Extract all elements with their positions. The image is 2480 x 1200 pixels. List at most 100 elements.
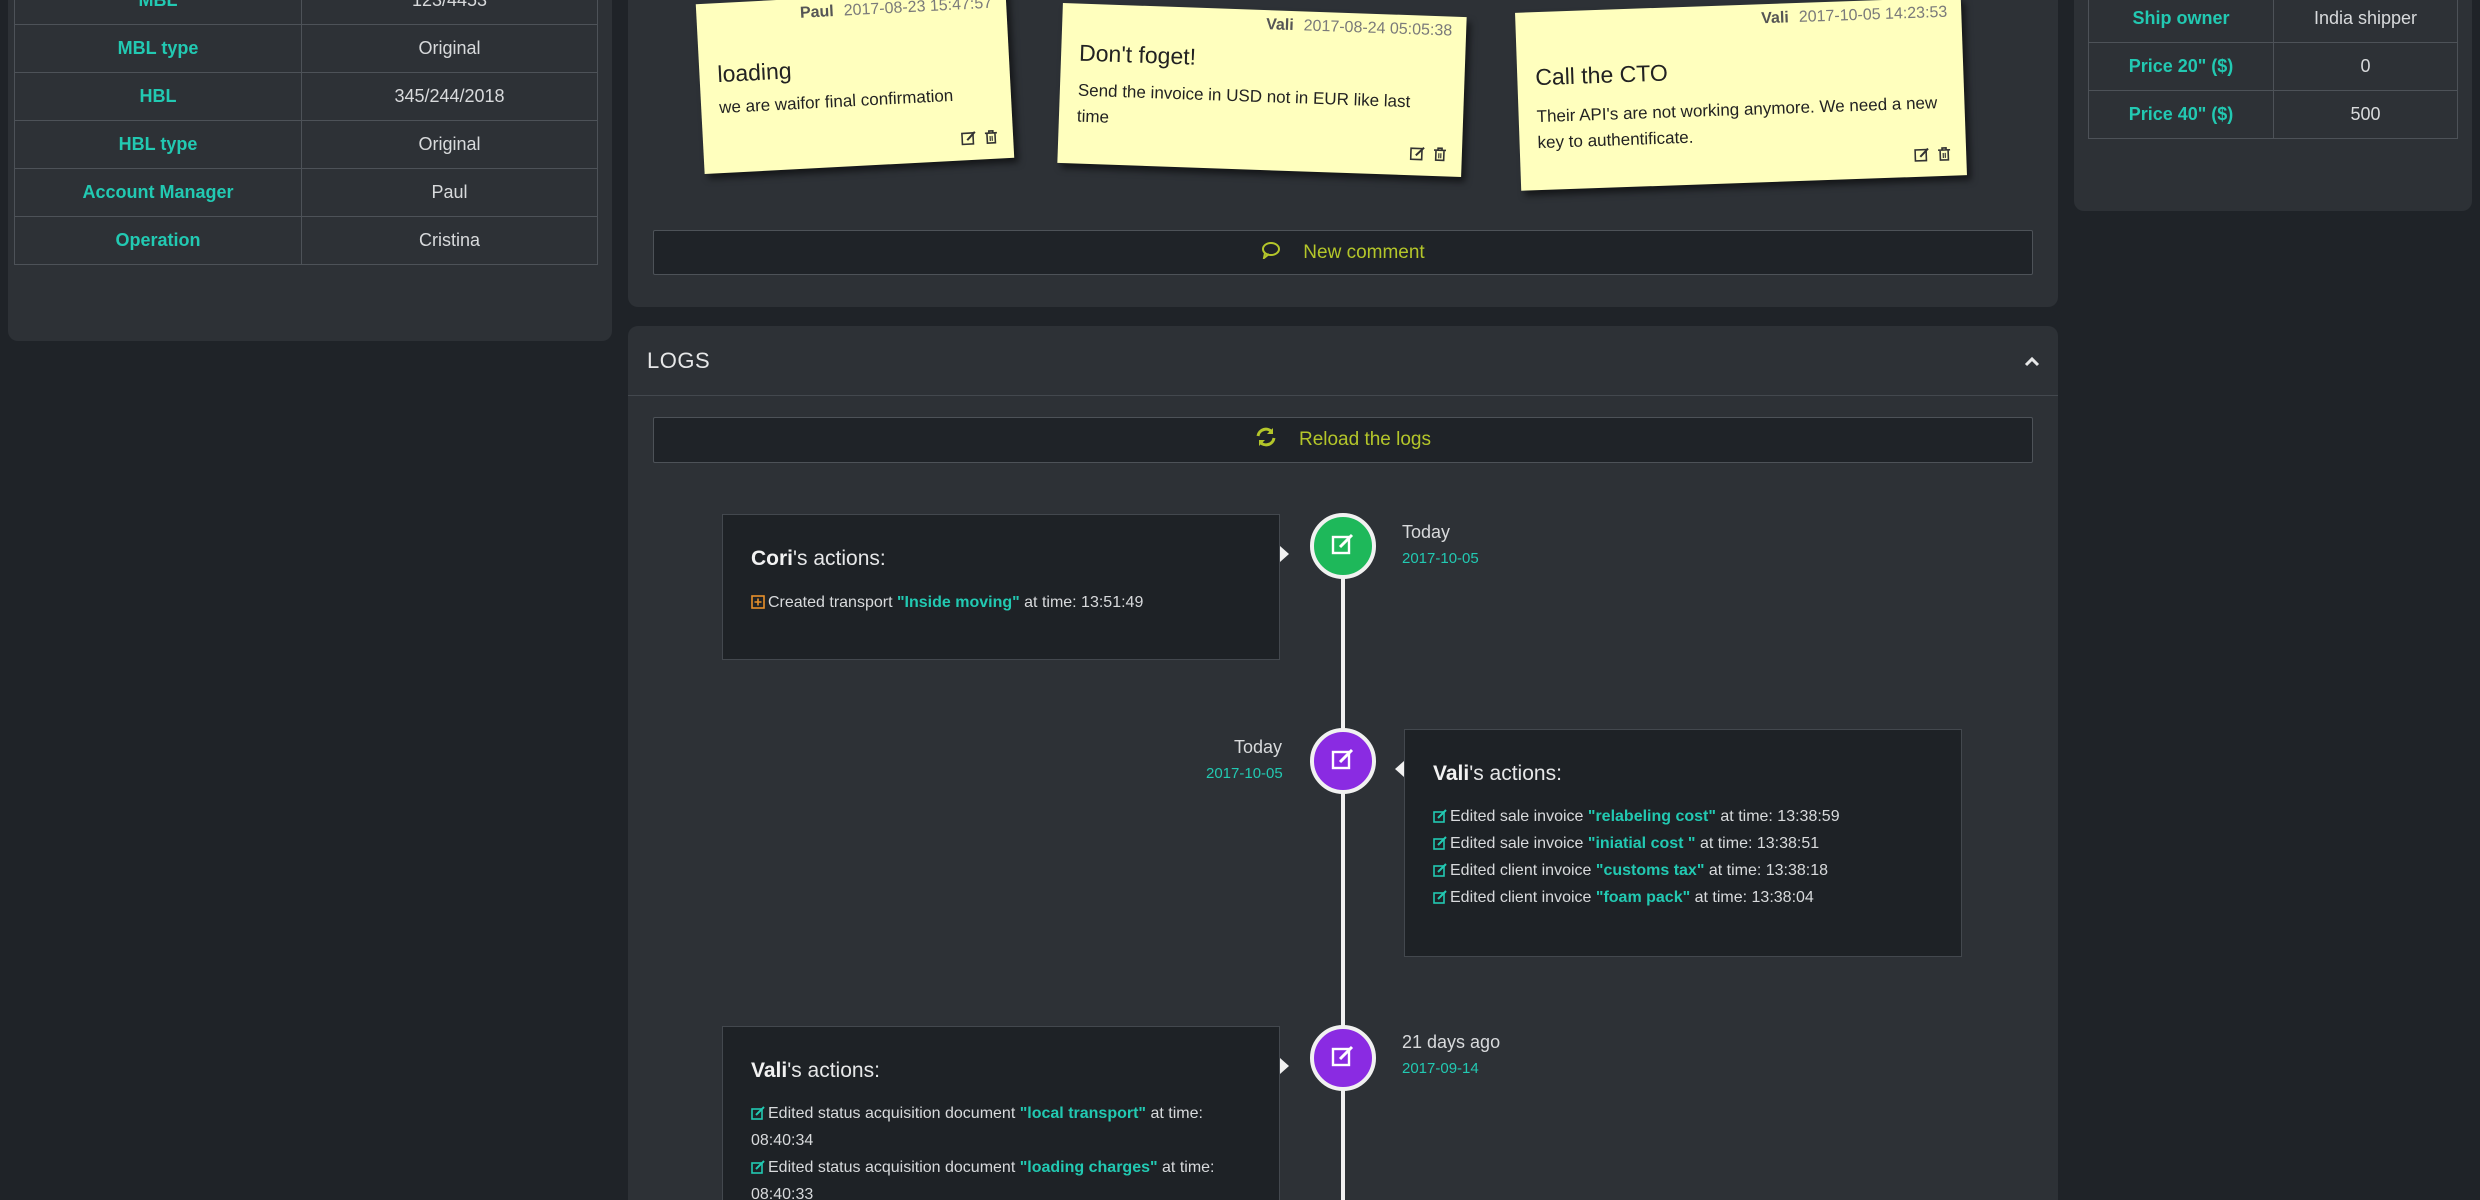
pricing-value: 500: [2273, 90, 2458, 139]
note-title: Call the CTO: [1534, 59, 1669, 91]
note-timestamp: 2017-08-23 15:47:57: [843, 0, 993, 20]
log-actions: Created transport "Inside moving" at tim…: [751, 589, 1259, 616]
log-date: 2017-10-05: [1206, 765, 1283, 782]
sticky-note: Paul 2017-08-23 15:47:57 loading we are w…: [695, 0, 1015, 174]
pricing-key: Ship owner: [2088, 0, 2274, 43]
log-user: Vali: [1433, 762, 1470, 785]
note-meta: Vali 2017-08-24 05:05:38: [1266, 16, 1453, 40]
timeline-node: [1310, 1025, 1376, 1091]
created-icon: [1330, 531, 1356, 562]
logs-title: LOGS: [647, 348, 711, 373]
detail-key: Account Manager: [14, 168, 302, 217]
edit-icon[interactable]: [1409, 145, 1427, 162]
detail-value: Paul: [301, 168, 598, 217]
edit-icon: [1330, 1043, 1356, 1074]
detail-key: MBL: [14, 0, 302, 25]
log-action-item: Edited status acquisition document "loca…: [751, 1105, 1203, 1149]
log-entry-heading: Vali's actions:: [751, 1059, 880, 1083]
detail-key: HBL type: [14, 120, 302, 169]
detail-key: Operation: [14, 216, 302, 265]
timeline-pointer: [1280, 1058, 1289, 1074]
log-date-relative: Today: [1402, 522, 1451, 542]
comment-icon: [1261, 241, 1281, 265]
note-timestamp: 2017-10-05 14:23:53: [1798, 3, 1948, 26]
note-title: loading: [716, 57, 793, 88]
timeline-node: [1310, 728, 1376, 794]
note-text: Send the invoice in USD not in EUR like …: [1076, 80, 1411, 127]
note-title: Don't foget!: [1078, 39, 1197, 70]
log-date: 2017-10-05: [1402, 550, 1479, 567]
log-action-target[interactable]: "foam pack": [1595, 889, 1691, 906]
log-action-item: Edited client invoice "customs tax" at t…: [1433, 857, 1941, 884]
sticky-note: Vali 2017-08-24 05:05:38 Don't foget! Sen…: [1057, 2, 1467, 178]
log-entry-card: Vali's actions: Edited status acquisitio…: [722, 1026, 1280, 1200]
note-text: Their API's are not working anymore. We …: [1536, 93, 1938, 153]
log-date-relative: 21 days ago: [1402, 1032, 1501, 1052]
log-action-target[interactable]: "customs tax": [1595, 862, 1705, 879]
detail-value: Cristina: [301, 216, 598, 265]
timeline-node: [1310, 513, 1376, 579]
delete-icon[interactable]: [983, 129, 1000, 146]
log-date: 2017-09-14: [1402, 1060, 1479, 1077]
edit-icon[interactable]: [1914, 146, 1931, 163]
reload-logs-label: Reload the logs: [1298, 429, 1432, 450]
log-date-relative: Today: [1234, 737, 1283, 757]
pricing-value: India shipper: [2273, 0, 2458, 43]
log-action-item: Edited sale invoice "iniatial cost " at …: [1433, 830, 1941, 857]
reload-logs-button[interactable]: Reload the logs: [653, 417, 2033, 463]
note-author: Vali: [1265, 16, 1294, 35]
log-actions: Edited sale invoice "relabeling cost" at…: [1433, 803, 1941, 911]
log-heading-suffix: 's actions:: [1469, 762, 1562, 785]
timeline-pointer: [1395, 761, 1404, 777]
refresh-icon: [1255, 426, 1277, 454]
table-row: Price 20" ($)0: [2088, 42, 2458, 91]
note-meta: Paul 2017-08-23 15:47:57: [800, 0, 993, 23]
edit-icon: [1330, 746, 1356, 777]
log-action-item: Edited client invoice "foam pack" at tim…: [1433, 884, 1941, 911]
log-action-item: Edited status acquisition document "load…: [751, 1159, 1215, 1200]
log-action-item: Edited sale invoice "relabeling cost" at…: [1433, 803, 1941, 830]
log-action-item: Created transport "Inside moving" at tim…: [751, 589, 1259, 616]
logs-header[interactable]: LOGS: [628, 326, 2058, 396]
detail-value: 345/244/2018: [301, 72, 598, 121]
log-heading-suffix: 's actions:: [787, 1059, 880, 1082]
note-timestamp: 2017-08-24 05:05:38: [1303, 17, 1453, 40]
timeline-line: [1341, 545, 1345, 1200]
timeline-pointer: [1280, 546, 1289, 562]
log-action-target[interactable]: "local transport": [1019, 1105, 1147, 1122]
new-comment-label: New comment: [1303, 241, 1425, 263]
log-actions: Edited status acquisition document "loca…: [751, 1100, 1259, 1200]
note-text: we are waifor final confirmation: [718, 85, 954, 118]
pricing-key: Price 20" ($): [2088, 42, 2274, 91]
chevron-up-icon[interactable]: [2020, 350, 2044, 374]
log-entry-heading: Cori's actions:: [751, 547, 886, 571]
table-row: Price 40" ($)500: [2088, 90, 2458, 139]
log-action-target[interactable]: "Inside moving": [896, 594, 1020, 611]
detail-key: MBL type: [14, 24, 302, 73]
edit-icon[interactable]: [961, 130, 978, 147]
detail-value: Original: [301, 120, 598, 169]
log-user: Cori: [751, 547, 793, 570]
log-action-target[interactable]: "loading charges": [1019, 1159, 1158, 1176]
log-action-target[interactable]: "relabeling cost": [1587, 808, 1716, 825]
detail-value: 123/4453: [301, 0, 598, 25]
log-entry-heading: Vali's actions:: [1433, 762, 1562, 786]
detail-key: HBL: [14, 72, 302, 121]
delete-icon[interactable]: [1432, 146, 1449, 163]
note-author: Paul: [799, 3, 835, 22]
detail-value: Original: [301, 24, 598, 73]
new-comment-button[interactable]: New comment: [653, 230, 2033, 275]
delete-icon[interactable]: [1936, 146, 1953, 163]
log-action-target[interactable]: "iniatial cost ": [1587, 835, 1696, 852]
log-heading-suffix: 's actions:: [793, 547, 886, 570]
log-entry-card: Cori's actions: Created transport "Insid…: [722, 514, 1280, 660]
